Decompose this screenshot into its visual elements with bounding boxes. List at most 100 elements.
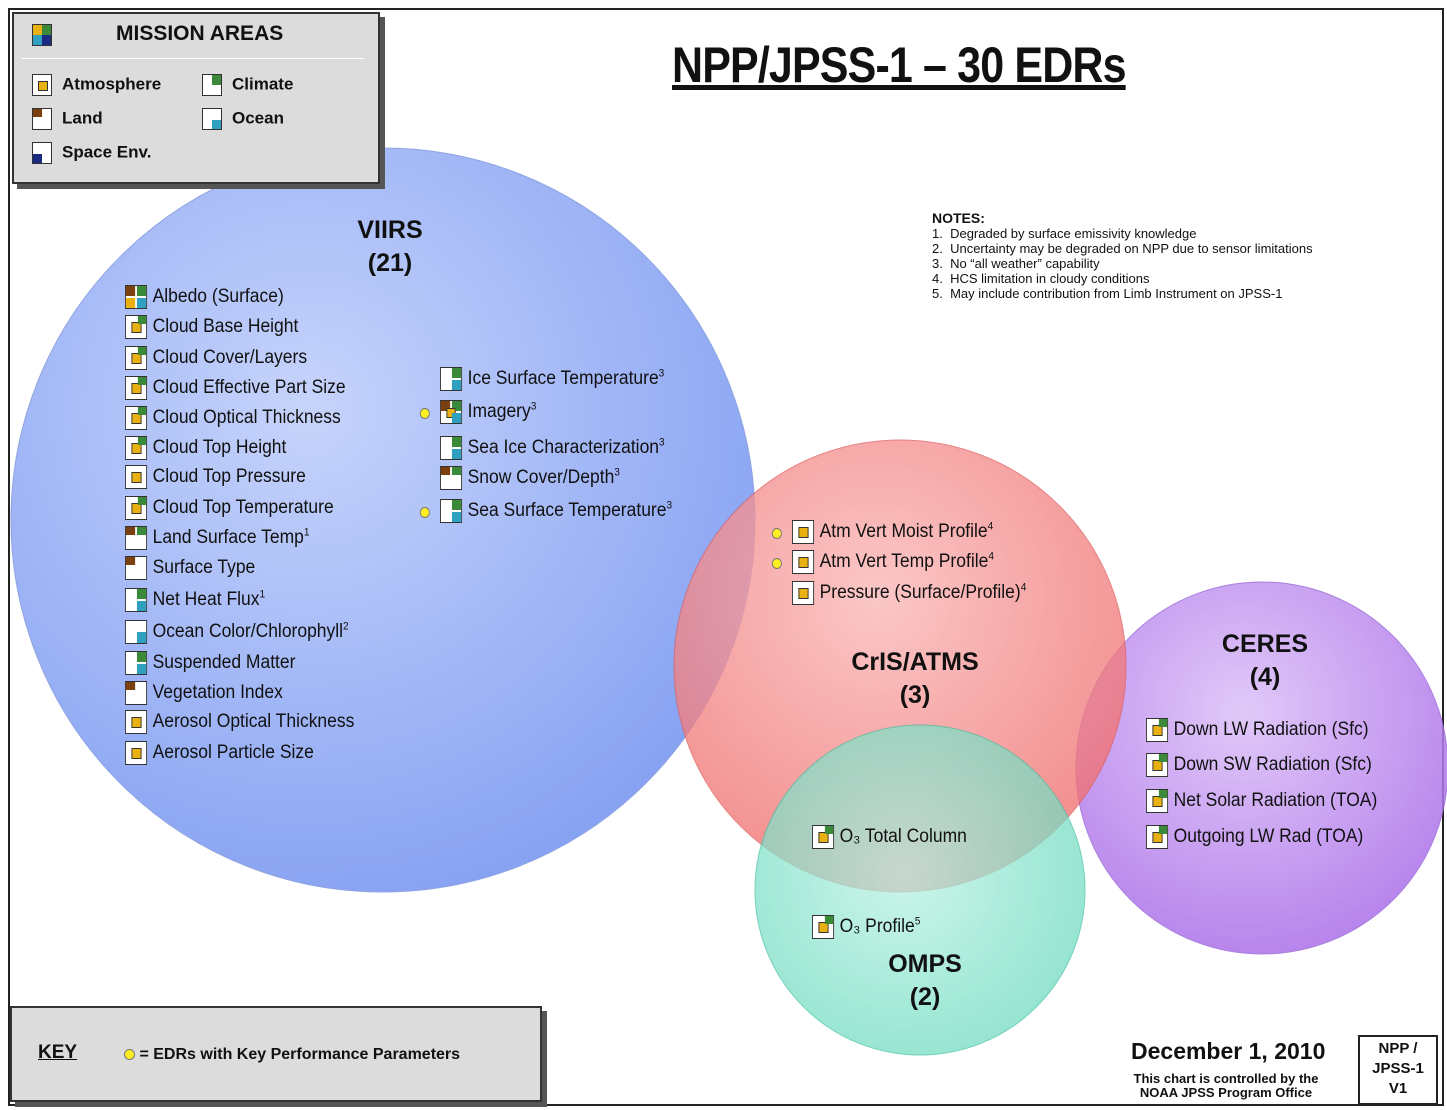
space-env-icon [32,142,52,164]
edr-item: Cloud Cover/Layers [125,346,307,370]
edr-item: Suspended Matter [125,651,295,675]
edr-item: Vegetation Index [125,681,283,705]
edr-label: Vegetation Index [152,682,283,704]
edr-label: Ice Surface Temperature [467,368,659,390]
mission-area-icon [125,376,148,400]
mission-areas-icon [32,24,52,46]
edr-item: Sea Surface Temperature3 [419,499,672,523]
edr-label: Ocean Color/Chlorophyll [152,621,344,643]
edr-label: Cloud Optical Thickness [152,407,341,429]
mission-area-icon [125,465,148,489]
edr-label: Sea Ice Characterization [467,437,660,459]
edr-note-ref: 3 [659,436,665,449]
edr-item: Down LW Radiation (Sfc) [1146,718,1369,742]
mission-area-icon [125,315,148,339]
edr-label: Aerosol Particle Size [152,742,314,764]
edr-item: Cloud Optical Thickness [125,406,341,430]
mission-area-icon [125,526,148,550]
kpp-dot-icon [771,528,782,539]
omps-circle [754,724,1086,1056]
mission-area-icon [792,520,815,544]
edr-label: Outgoing LW Rad (TOA) [1173,826,1364,848]
ceres-title: CERES(4) [1221,630,1309,691]
mission-area-icon [125,346,148,370]
edr-note-ref: 3 [614,466,620,479]
mission-area-icon [440,466,463,490]
edr-item: Outgoing LW Rad (TOA) [1146,825,1363,849]
edr-item: Cloud Top Height [125,436,286,460]
mission-area-icon [125,710,148,734]
note-5: 5. May include contribution from Limb In… [932,286,1283,301]
edr-note-ref: 2 [343,620,349,633]
edr-item: Aerosol Optical Thickness [125,710,354,734]
mission-area-icon [1146,789,1169,813]
mission-area-icon [125,620,148,644]
legend-title: MISSION AREAS [116,22,284,45]
note-4: 4. HCS limitation in cloudy conditions [932,271,1150,286]
page-frame [8,8,1444,1106]
edr-label: Imagery [467,401,531,423]
edr-item: Snow Cover/Depth3 [440,466,620,490]
legend-item-space-env: Space Env. [32,142,151,164]
note-1: 1. Degraded by surface emissivity knowle… [932,226,1197,241]
mission-area-icon [440,436,463,460]
mission-area-icon [812,915,835,939]
edr-note-ref: 4 [1020,581,1027,594]
edr-item: Albedo (Surface) [125,285,284,309]
mission-area-icon [125,741,148,765]
edr-note-ref: 4 [987,520,994,533]
edr-label: Atm Vert Moist Profile [819,521,988,543]
edr-item: O₃ Total Column [812,825,967,849]
edr-item: Pressure (Surface/Profile)4 [792,581,1026,605]
ocean-icon [202,108,222,130]
mission-area-icon [1146,753,1169,777]
key-text: = EDRs with Key Performance Parameters [124,1046,460,1064]
key-box: KEY = EDRs with Key Performance Paramete… [10,1006,542,1102]
edr-note-ref: 1 [303,526,310,539]
legend-item-climate: Climate [202,74,293,96]
edr-note-ref: 3 [658,367,665,380]
edr-label: Suspended Matter [152,652,296,674]
mission-area-icon [125,681,148,705]
edr-label: Cloud Top Pressure [152,466,306,488]
edr-label: Net Solar Radiation (TOA) [1173,790,1378,812]
edr-item: Net Heat Flux1 [125,588,265,612]
edr-item: Cloud Top Pressure [125,465,306,489]
version-box: NPP / JPSS-1 V1 [1358,1035,1438,1105]
edr-item: Cloud Base Height [125,315,298,339]
edr-item: Atm Vert Moist Profile4 [771,520,994,544]
edr-item: Surface Type [125,556,255,580]
key-label: KEY [38,1042,78,1063]
mission-area-icon [440,400,463,424]
legend-item-ocean: Ocean [202,108,284,130]
mission-area-icon [125,588,148,612]
edr-item: Net Solar Radiation (TOA) [1146,789,1377,813]
kpp-dot-icon [419,408,430,419]
edr-item: Imagery3 [419,400,536,424]
climate-icon [202,74,222,96]
mission-area-icon [125,496,148,520]
edr-note-ref: 5 [914,915,921,928]
edr-item: O₃ Profile5 [812,915,920,939]
note-2: 2. Uncertainty may be degraded on NPP du… [932,241,1313,256]
edr-item: Down SW Radiation (Sfc) [1146,753,1372,777]
chart-date: December 1, 2010 [1131,1038,1326,1064]
edr-item: Cloud Effective Part Size [125,376,346,400]
mission-area-icon [792,581,815,605]
mission-area-icon [792,550,815,574]
edr-label: Cloud Base Height [152,316,299,338]
edr-item: Atm Vert Temp Profile4 [771,550,994,574]
edr-label: Sea Surface Temperature [467,500,667,522]
mission-area-icon [125,436,148,460]
edr-item: Cloud Top Temperature [125,496,334,520]
kpp-dot-icon [124,1049,135,1061]
mission-area-icon [125,406,148,430]
edr-label: Net Heat Flux [152,589,260,611]
edr-item: Sea Ice Characterization3 [440,436,665,460]
legend-divider [22,58,364,59]
land-icon [32,108,52,130]
edr-label: Albedo (Surface) [152,286,284,308]
cris-atms-title: CrIS/ATMS(3) [851,648,979,709]
edr-label: Down SW Radiation (Sfc) [1173,754,1372,776]
